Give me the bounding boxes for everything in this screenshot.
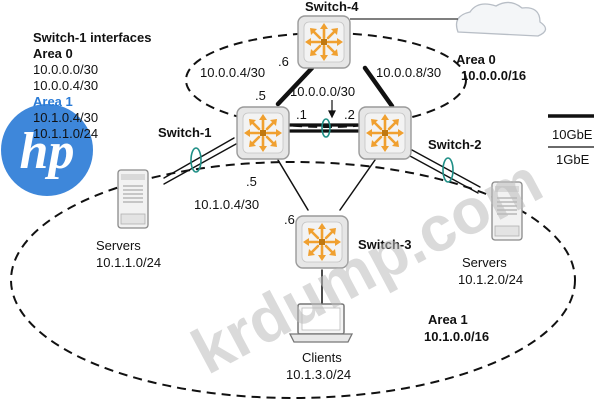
interfaces-area0-subnet-1: 10.0.0.0/30 [33,62,98,77]
area1-boundary [10,161,576,399]
legend-1gbe-label: 1GbE [556,152,590,167]
switch-4-icon [296,14,352,70]
legend-10gbe-label: 10GbE [552,127,593,142]
host-s4-side: .6 [278,54,289,69]
lag-oval-servers-left [190,147,202,173]
switch-1-label: Switch-1 [158,125,211,140]
switch-1-icon [235,105,291,161]
laptop-icon [288,303,354,343]
clients-net: 10.1.3.0/24 [286,367,351,382]
server-left-icon [117,169,149,229]
host-s1-right: .1 [296,107,307,122]
lag-oval-servers-right [442,157,454,183]
switch-2-label: Switch-2 [428,137,481,152]
lag-oval-trunk [321,118,331,138]
interfaces-area1-label: Area 1 [33,94,73,109]
servers-right-label: Servers [462,255,507,270]
host-s1-bottom: .5 [246,174,257,189]
host-s1-top: .5 [255,88,266,103]
host-s3-top: .6 [284,212,295,227]
link-switch1-switch4 [275,65,315,107]
area0-name: Area 0 [456,52,496,67]
link-s1-s2-subnet: 10.0.0.0/30 [290,84,355,99]
interfaces-heading: Switch-1 interfaces [33,30,152,45]
clients-label: Clients [302,350,342,365]
switch-2-icon [357,105,413,161]
link-servers-left-a [163,137,235,179]
interfaces-area0-label: Area 0 [33,46,73,61]
link-switch2-switch4 [362,65,395,109]
link-switch1-switch3 [277,159,309,211]
interfaces-area1-subnet-2: 10.1.1.0/24 [33,126,98,141]
host-s2-left: .2 [344,107,355,122]
hp-logo-watermark: hp [1,104,93,196]
link-s1-s3-subnet: 10.1.0.4/30 [194,197,259,212]
area1-network: 10.1.0.0/16 [424,329,489,344]
arrow-down-icon [328,100,336,119]
interfaces-area0-subnet-2: 10.0.0.4/30 [33,78,98,93]
legend: 10GbE 1GbE [548,114,594,167]
servers-left-net: 10.1.1.0/24 [96,255,161,270]
switch-3-label: Switch-3 [358,237,411,252]
link-s2-s4-subnet: 10.0.0.8/30 [376,65,441,80]
interfaces-area1-subnet-1: 10.1.0.4/30 [33,110,98,125]
hp-logo-text: hp [20,123,75,180]
link-servers-right-a [411,149,481,188]
link-s1-s4-subnet: 10.0.0.4/30 [200,65,265,80]
switch-4-label: Switch-4 [305,0,359,14]
servers-left-label: Servers [96,238,141,253]
cloud-icon [455,1,547,37]
switch1-interfaces-block: Switch-1 interfaces Area 0 10.0.0.0/30 1… [33,30,152,141]
area1-name: Area 1 [428,312,468,327]
link-switch2-switch3 [339,159,376,211]
area0-network: 10.0.0.0/16 [461,68,526,83]
servers-right-net: 10.1.2.0/24 [458,272,523,287]
